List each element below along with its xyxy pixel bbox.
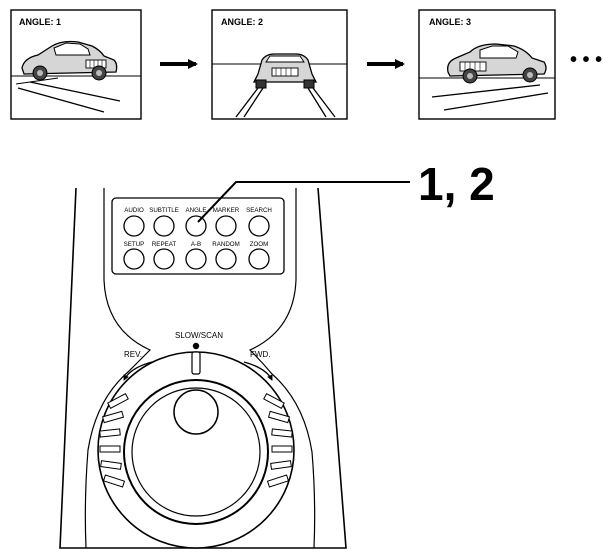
- slow-scan-label: SLOW/SCAN: [175, 331, 223, 340]
- angle-panel-3: ANGLE: 3: [418, 9, 556, 120]
- indicator-dot-icon: [192, 342, 200, 350]
- repeat-button[interactable]: [153, 248, 175, 270]
- angle-panel-1: ANGLE: 1: [10, 9, 142, 120]
- setup-button[interactable]: [123, 248, 145, 270]
- remote-top-row: AUDIO SUBTITLE ANGLE MARKER SEARCH: [123, 207, 272, 237]
- fwd-label: FWD.: [250, 350, 270, 359]
- repeat-label: REPEAT: [152, 241, 177, 248]
- search-label: SEARCH: [246, 207, 272, 214]
- subtitle-label: SUBTITLE: [149, 207, 179, 214]
- car-front-image: [212, 53, 347, 118]
- panel-label-3: ANGLE: 3: [429, 17, 471, 27]
- random-label: RANDOM: [212, 241, 240, 248]
- car-side-right-image: [419, 43, 555, 111]
- marker-label: MARKER: [213, 207, 240, 214]
- angle-panel-2: ANGLE: 2: [211, 9, 348, 120]
- marker-button[interactable]: [215, 215, 237, 237]
- angle-button[interactable]: [185, 215, 207, 237]
- a-b-button[interactable]: [185, 248, 207, 270]
- jog-dial-finger-dimple: [173, 389, 219, 435]
- shuttle-marker: [191, 351, 201, 375]
- setup-label: SETUP: [124, 241, 145, 248]
- zoom-label: ZOOM: [250, 241, 269, 248]
- car-side-left-image: [11, 40, 141, 113]
- a-b-label: A-B: [191, 241, 201, 248]
- zoom-button[interactable]: [248, 248, 270, 270]
- callout-leader-line: [197, 181, 410, 223]
- panel-label-2: ANGLE: 2: [221, 17, 263, 27]
- audio-button[interactable]: [123, 215, 145, 237]
- search-button[interactable]: [248, 215, 270, 237]
- continuation-dots: • • •: [570, 49, 602, 71]
- random-button[interactable]: [215, 248, 237, 270]
- audio-label: AUDIO: [124, 207, 144, 214]
- panel-label-1: ANGLE: 1: [19, 17, 61, 27]
- shuttle-ridges-left: [99, 392, 129, 488]
- rev-label: REV.: [124, 350, 142, 359]
- fwd-arrow-icon: [243, 361, 273, 381]
- jog-dial[interactable]: [123, 379, 269, 525]
- subtitle-button[interactable]: [153, 215, 175, 237]
- angle-label: ANGLE: [186, 207, 207, 214]
- shuttle-ridges-right: [263, 392, 293, 488]
- rev-arrow-icon: [123, 361, 153, 381]
- remote-bottom-row: SETUP REPEAT A-B RANDOM ZOOM: [123, 241, 270, 270]
- step-callout: 1, 2: [418, 158, 495, 210]
